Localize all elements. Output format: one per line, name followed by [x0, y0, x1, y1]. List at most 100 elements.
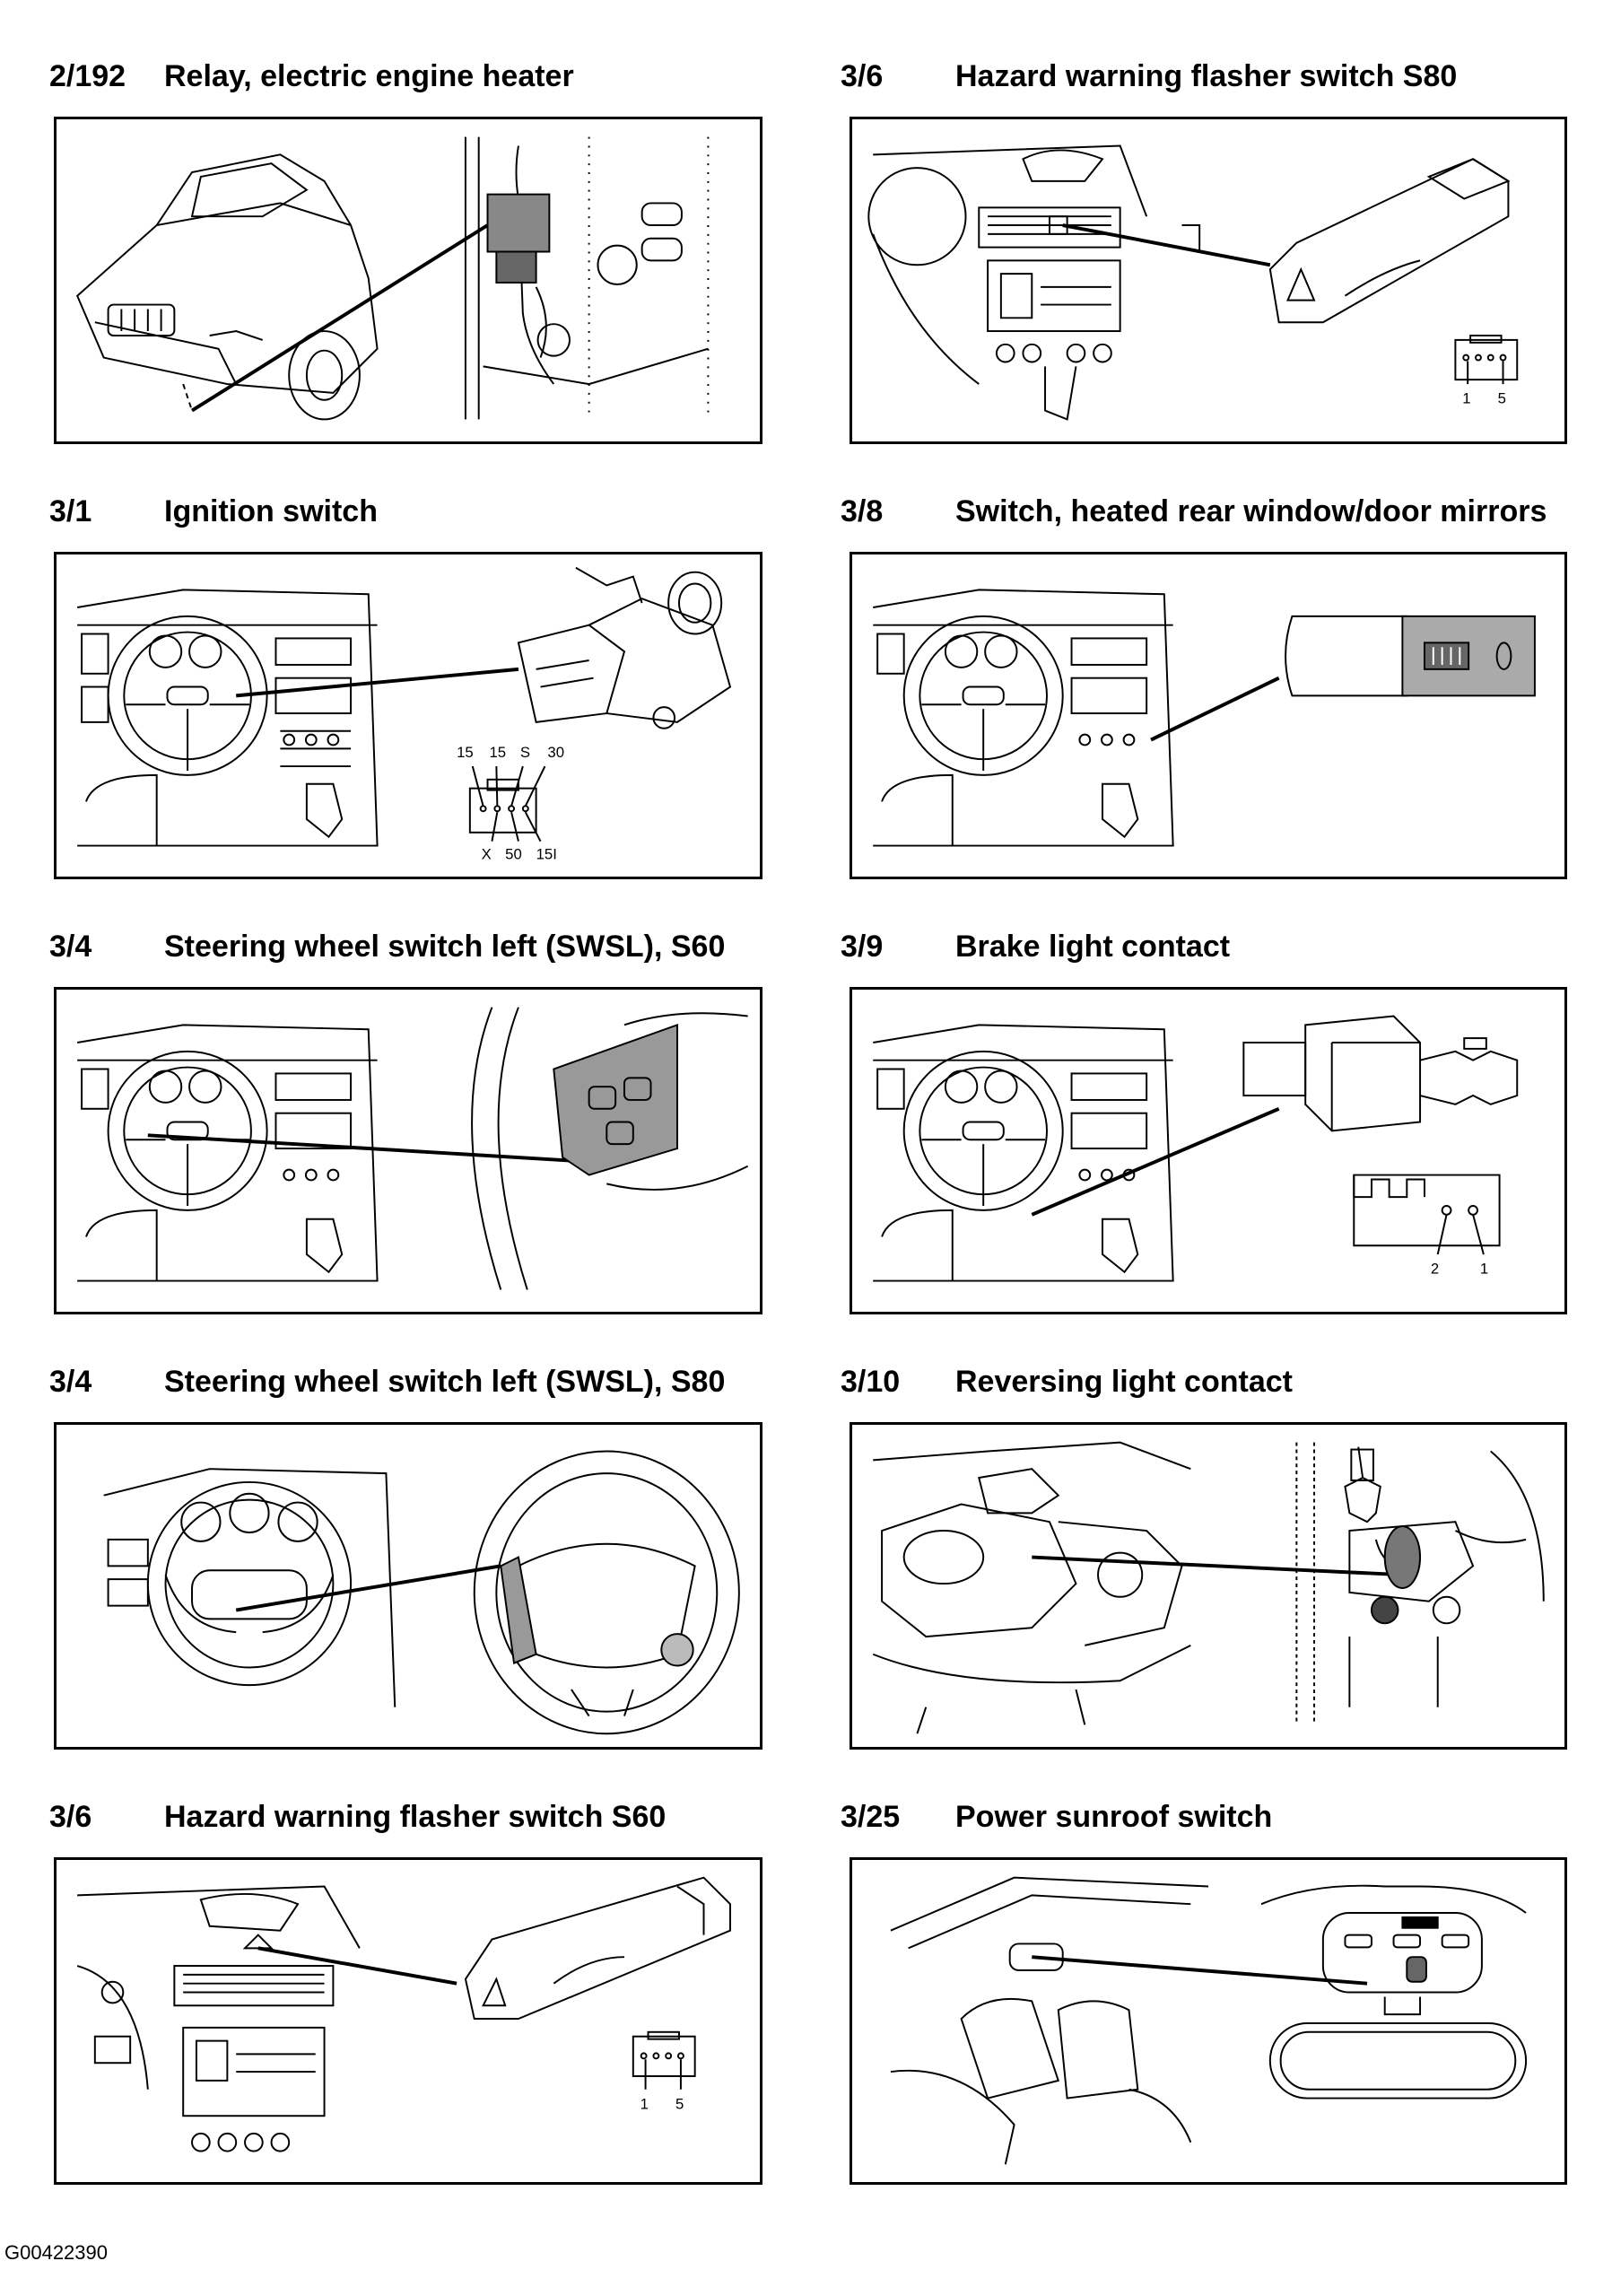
diagram-frame: [850, 1857, 1567, 2185]
leader-line: [1062, 223, 1271, 267]
swsl-s80-illustration: [103, 1450, 740, 1735]
hazard-s60-illustration: 1 5: [76, 1876, 731, 2152]
panel-code: 3/25: [841, 1800, 901, 1834]
roof-console-drawing: [1260, 1884, 1528, 2100]
panel-header: 3/25 Power sunroof switch: [841, 1794, 1567, 1839]
pin-label: 1: [640, 2095, 649, 2112]
diagram-frame: [850, 552, 1567, 879]
panel-code: 3/1: [49, 494, 92, 528]
leader-line: [1150, 676, 1280, 742]
pin-label: 2: [1431, 1261, 1439, 1278]
relay-engine-heater-illustration: [75, 136, 710, 421]
gearbox-closeup-drawing: [1295, 1442, 1545, 1725]
pin-label: 15: [457, 744, 474, 761]
hazard-connector: [1454, 334, 1519, 385]
steering-wheel-closeup: [473, 1450, 740, 1735]
panel-brake-light-contact: 3/9 Brake light contact: [841, 924, 1567, 1328]
diagram-frame: 1 5: [54, 1857, 762, 2185]
leader-line: [147, 1133, 589, 1164]
brake-switch-part: [1242, 1015, 1519, 1132]
pin-label: 15: [489, 744, 506, 761]
panel-power-sunroof-switch: 3/25 Power sunroof switch: [841, 1794, 1567, 2198]
diagram-frame: [54, 1422, 762, 1750]
hazard-connector: [632, 2030, 696, 2090]
panel-header: 3/10 Reversing light contact: [841, 1359, 1567, 1404]
panel-header: 3/4 Steering wheel switch left (SWSL), S…: [49, 924, 767, 969]
panel-code: 3/6: [49, 1800, 92, 1834]
panel-hazard-s80: 3/6 Hazard warning flasher switch S80: [841, 54, 1567, 458]
dashboard-drawing: [77, 589, 379, 847]
dashboard-drawing: [103, 1468, 396, 1707]
panel-header: 3/6 Hazard warning flasher switch S80: [841, 54, 1567, 99]
ignition-switch-part-drawing: [517, 566, 732, 729]
diagram-frame: [54, 987, 762, 1314]
power-sunroof-switch-illustration: [890, 1876, 1528, 2165]
hazard-switch-part: [1268, 158, 1511, 324]
pin-label: 5: [1498, 390, 1506, 407]
panel-title: Brake light contact: [955, 930, 1231, 964]
pin-label: 30: [547, 744, 564, 761]
panel-heated-rear-window-switch: 3/8 Switch, heated rear window/door mirr…: [841, 489, 1567, 893]
panel-title: Hazard warning flasher switch S80: [955, 59, 1458, 93]
leader-line: [257, 1946, 457, 1986]
panel-header: 3/9 Brake light contact: [841, 924, 1567, 969]
car-front-drawing: [75, 153, 379, 421]
panel-relay-engine-heater: 2/192 Relay, electric engine heater: [49, 54, 767, 458]
panel-code: 3/10: [841, 1365, 901, 1399]
ignition-switch-illustration: 15 15 S 30 X 50 15I: [77, 566, 732, 862]
panel-title: Steering wheel switch left (SWSL), S60: [164, 930, 726, 964]
pin-label: 15I: [536, 845, 557, 862]
panel-title: Ignition switch: [164, 494, 378, 528]
panel-title: Power sunroof switch: [955, 1800, 1273, 1834]
panel-header: 3/4 Steering wheel switch left (SWSL), S…: [49, 1359, 767, 1404]
steering-wheel-closeup: [471, 1007, 749, 1290]
heated-rear-window-illustration: [873, 589, 1536, 847]
ignition-connector: [468, 765, 546, 842]
panel-swsl-s60: 3/4 Steering wheel switch left (SWSL), S…: [49, 924, 767, 1328]
pin-label: S: [520, 744, 530, 761]
dashboard-drawing: [76, 1885, 361, 2152]
diagram-frame: 15 15 S 30 X 50 15I: [54, 552, 762, 879]
dashboard-drawing: [77, 1024, 379, 1282]
pin-label: 1: [1462, 390, 1470, 407]
panel-reversing-light-contact: 3/10 Reversing light contact: [841, 1359, 1567, 1763]
dashboard-drawing: [867, 144, 1201, 421]
panel-code: 3/4: [49, 930, 92, 964]
pin-label: X: [482, 845, 492, 862]
pin-label: 50: [505, 845, 522, 862]
panel-code: 2/192: [49, 59, 126, 93]
dashboard-drawing: [873, 1024, 1174, 1282]
diagram-frame: 1 5: [850, 117, 1567, 444]
leader-line: [236, 667, 519, 698]
panel-header: 3/8 Switch, heated rear window/door mirr…: [841, 489, 1567, 534]
engine-bay-drawing: [872, 1441, 1191, 1734]
panel-title: Hazard warning flasher switch S60: [164, 1800, 667, 1834]
diagram-frame: [850, 1422, 1567, 1750]
hazard-switch-part: [464, 1876, 731, 2021]
swsl-s60-illustration: [77, 1007, 749, 1290]
diagram-frame: [54, 117, 762, 444]
leader-line: [1032, 1955, 1368, 1986]
panel-ignition-switch: 3/1 Ignition switch: [49, 489, 767, 893]
panel-title: Reversing light contact: [955, 1365, 1293, 1399]
panel-swsl-s80: 3/4 Steering wheel switch left (SWSL), S…: [49, 1359, 767, 1763]
hazard-s80-illustration: 1 5: [867, 144, 1519, 421]
cabin-drawing: [890, 1876, 1209, 2165]
leader-line: [190, 223, 489, 413]
pin-label: 5: [675, 2095, 684, 2112]
dashboard-drawing: [873, 589, 1174, 847]
panel-title: Switch, heated rear window/door mirrors: [955, 494, 1547, 528]
switch-part: [1285, 615, 1536, 697]
panel-code: 3/9: [841, 930, 884, 964]
relay-closeup-drawing: [464, 136, 710, 420]
brake-light-contact-illustration: 2 1: [873, 1015, 1519, 1282]
figure-code: G00422390: [4, 2241, 108, 2264]
leader-line: [235, 1564, 501, 1612]
panel-title: Relay, electric engine heater: [164, 59, 574, 93]
panel-hazard-s60: 3/6 Hazard warning flasher switch S60: [49, 1794, 767, 2198]
panel-header: 2/192 Relay, electric engine heater: [49, 54, 767, 99]
leader-line: [1031, 1106, 1280, 1217]
leader-line: [1032, 1555, 1403, 1577]
panel-title: Steering wheel switch left (SWSL), S80: [164, 1365, 726, 1399]
panel-code: 3/8: [841, 494, 884, 528]
